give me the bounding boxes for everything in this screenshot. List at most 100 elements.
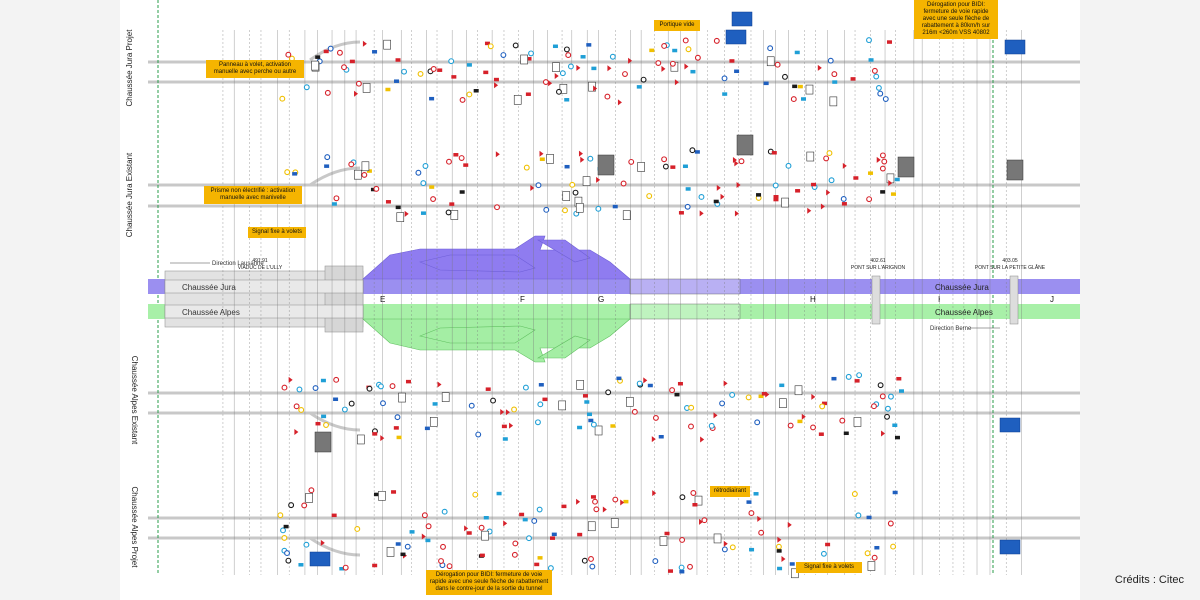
sign-circle (688, 404, 695, 411)
sign-circle (840, 196, 847, 202)
bridge-marker-1 (871, 275, 881, 325)
sign-panel (577, 425, 583, 430)
sign-circle (881, 158, 888, 165)
track-line (148, 183, 1080, 187)
sign-panel (664, 531, 670, 536)
sign-triangle (781, 556, 786, 563)
road-label-jura: Chaussée Jura (182, 283, 236, 292)
sign-panel (658, 434, 664, 439)
sign-circle (523, 164, 530, 171)
sign-circle (721, 546, 728, 553)
sign-panel (549, 536, 555, 540)
sign-circle (420, 180, 427, 187)
sign-circle (758, 529, 765, 536)
sign-frame (546, 154, 554, 164)
sign-circle (404, 543, 411, 550)
ramp-curve (309, 40, 361, 62)
sign-circle (536, 506, 543, 513)
sign-circle (745, 394, 752, 401)
sign-panel (649, 48, 655, 53)
sign-frame (450, 210, 459, 220)
sign-circle (296, 386, 303, 393)
sign-panel (577, 532, 583, 537)
road-label-alpes: Chaussée Alpes (182, 308, 240, 317)
structure-name-1: VIADUC DE L'ULLY (238, 265, 283, 271)
hatched-zone-alpes (629, 303, 741, 320)
sign-panel (734, 69, 740, 74)
sign-panel (880, 190, 886, 194)
sign-circle (440, 543, 446, 550)
sign-circle (682, 37, 689, 44)
sign-panel (473, 89, 479, 93)
sign-panel (483, 70, 489, 75)
sign-frame (694, 495, 703, 506)
sign-circle (887, 520, 894, 527)
sign-triangle (593, 85, 598, 92)
sign-circle (826, 150, 833, 157)
sign-panel (758, 394, 764, 399)
track-line (148, 60, 1080, 64)
sign-frame (594, 425, 603, 436)
sign-triangle (617, 99, 622, 106)
sign-circle (661, 43, 668, 49)
sign-circle (581, 557, 588, 564)
sign-circle (885, 405, 891, 412)
sign-panel (525, 92, 531, 96)
sign-circle (790, 96, 797, 103)
sign-panel (432, 402, 438, 406)
sign-frame (558, 400, 566, 411)
sign-circle (873, 73, 880, 80)
sign-panel (331, 202, 337, 206)
sign-circle (588, 556, 594, 562)
sign-panel (564, 164, 570, 169)
sign-panel (396, 435, 402, 440)
sign-circle (871, 403, 877, 410)
sign-panel (792, 84, 798, 89)
sign-panel (324, 164, 330, 168)
note-retrodiairant: rétrodiairant (710, 486, 750, 497)
sign-circle (890, 543, 897, 550)
sign-circle (609, 53, 616, 60)
track-line (148, 391, 1080, 395)
sign-circle (612, 496, 619, 503)
junction-i: I (938, 295, 940, 304)
sign-panel (892, 423, 898, 428)
sign-circle (652, 414, 659, 421)
sign-circle (823, 155, 830, 162)
sign-panel (868, 171, 874, 175)
sign-triangle (539, 150, 544, 157)
sign-panel (333, 397, 339, 402)
label-alpes-existant: Chaussée Alpes Existant (130, 356, 139, 445)
sign-circle (688, 423, 694, 430)
structure-name-3: PONT SUR LA PETITE GLÂNE (975, 264, 1046, 271)
sign-panel (323, 49, 329, 54)
sign-circle (845, 373, 852, 380)
sign-panel (690, 69, 696, 74)
sign-frame (311, 60, 319, 71)
sign-panel (331, 513, 337, 518)
sign-circle (690, 490, 697, 496)
sign-panel (868, 58, 874, 62)
sign-panel (616, 376, 622, 381)
sign-circle (377, 383, 384, 390)
sign-frame (853, 417, 862, 427)
sign-triangle (294, 429, 299, 436)
sign-panel (590, 495, 596, 499)
sign-triangle (643, 377, 648, 384)
sign-circle (767, 45, 774, 52)
sign-circle (605, 389, 612, 396)
sign-triangle (500, 408, 505, 415)
sign-circle (827, 57, 834, 64)
sign-circle (478, 524, 485, 531)
sign-frame (305, 493, 313, 503)
sign-panel (463, 163, 469, 167)
sign-circle (487, 43, 494, 50)
sign-panel (542, 397, 548, 402)
sign-circle (336, 49, 343, 56)
sign-panel (425, 538, 431, 543)
sign-triangle (602, 506, 607, 513)
sign-panel (584, 400, 590, 404)
sign-panel (586, 43, 592, 47)
sign-circle (342, 564, 349, 571)
sign-circle (323, 422, 329, 428)
